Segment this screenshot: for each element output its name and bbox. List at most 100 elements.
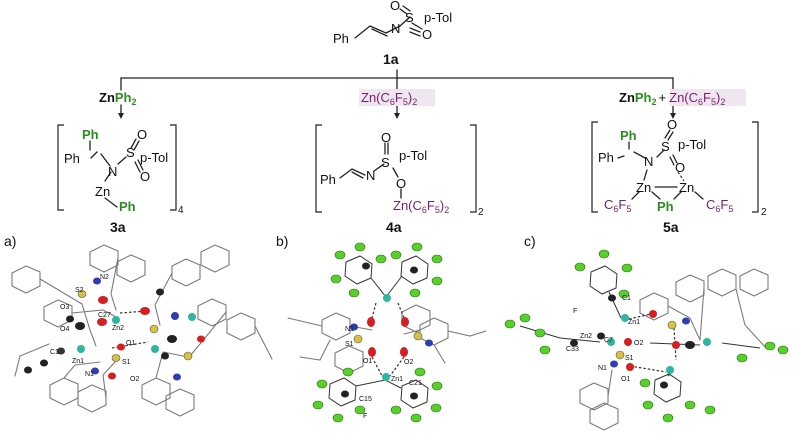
reagent2-c: F (395, 90, 403, 105)
s5a-subscript: 2 (761, 207, 767, 218)
s4a-subscript: 2 (478, 207, 484, 218)
reagent3-b: 6 (698, 97, 703, 107)
s5a-c6f5r-b: 6 (715, 204, 720, 214)
s5a-label: 5a (663, 219, 679, 235)
s3a-ph-top: Ph (82, 127, 99, 142)
reactant-o2: O (422, 27, 432, 42)
s4a-o2: O (396, 176, 406, 191)
s5a-ph-left: Ph (598, 150, 614, 165)
s3a-ph-zn: Ph (119, 199, 136, 214)
s5a-aryl: p-Tol (678, 137, 706, 152)
s4a-aryl: p-Tol (399, 148, 427, 163)
atom-a-zn1: Zn1 (72, 358, 84, 365)
reagent-zn-c6f5: Zn(C6F5)2 (359, 89, 435, 107)
s5a-zn1: Zn (636, 180, 651, 195)
svg-text:Zn(C6F5)2: Zn(C6F5)2 (361, 90, 417, 107)
crystal-structure-c: c) (504, 233, 789, 431)
reagent3-a: Zn(C (669, 90, 698, 105)
panel-c-tag: c) (524, 233, 536, 249)
reagent2-f: 2 (412, 97, 417, 107)
reagent3-e: ) (716, 90, 720, 105)
reagent1-ph: Ph (115, 90, 132, 105)
reactant-label: 1a (383, 51, 399, 67)
atom-c-zn1: Zn1 (628, 319, 640, 326)
reagent2-d: 5 (403, 97, 408, 107)
atom-c-o1: O1 (621, 376, 630, 383)
s3a-ph-left: Ph (64, 151, 80, 166)
structure-5a: Ph Ph N S O O p-Tol Zn Zn Ph C6F5 C6F5 2… (591, 117, 767, 235)
atom-c-zn2: Zn2 (580, 333, 592, 340)
reactant-ph: Ph (333, 31, 349, 46)
atom-b-o2: O2 (404, 359, 413, 366)
reactant-aryl: p-Tol (424, 10, 452, 25)
reagent3-f: 2 (720, 97, 725, 107)
s4a-zn-d: 5 (435, 205, 440, 215)
s3a-o1: O (137, 127, 147, 142)
s5a-c6f5l-a: C (604, 197, 613, 212)
atom-a-s1: S1 (122, 359, 131, 366)
s3a-aryl: p-Tol (140, 150, 168, 165)
atom-c-f: F (573, 308, 577, 315)
atom-c-s1: S1 (625, 355, 634, 362)
s5a-ph-top: Ph (620, 128, 637, 143)
reactant-1a: Ph N S O O p-Tol 1a (333, 0, 452, 67)
s4a-zn-a: Zn(C (393, 198, 422, 213)
s3a-zn: Zn (95, 184, 110, 199)
reactant-n: N (391, 21, 400, 36)
structure-4a: Ph N S O O p-Tol Zn(C6F5)2 2 4a (315, 124, 484, 235)
atom-a-o3: O3 (60, 304, 69, 311)
s4a-zn-e: ) (440, 198, 444, 213)
reactant-o1: O (390, 0, 400, 13)
atom-a-n2: N2 (100, 274, 109, 281)
atom-c-o2: O2 (634, 340, 643, 347)
atom-a-s2: S2 (75, 287, 84, 294)
atom-b-c15: C15 (359, 396, 372, 403)
s5a-zn2: Zn (679, 180, 694, 195)
s5a-c6f5r-c: F (720, 197, 728, 212)
s5a-s: S (661, 139, 670, 154)
s4a-ph: Ph (320, 172, 336, 187)
s5a-n: N (644, 154, 653, 169)
svg-text:C6F5: C6F5 (604, 197, 631, 214)
s5a-c6f5l-d: 5 (626, 204, 631, 214)
atom-b-n1: N1 (345, 326, 354, 333)
atom-a-c1: C1 (50, 349, 59, 356)
reagent2-a: Zn(C (361, 90, 390, 105)
s5a-c6f5l-b: 6 (613, 204, 618, 214)
svg-text:ZnPh2: ZnPh2 (99, 90, 137, 107)
atom-b-f: F (363, 413, 367, 420)
s5a-c6f5r-a: C (706, 197, 715, 212)
svg-text:C6F5: C6F5 (706, 197, 733, 214)
atom-a-o1: O1 (126, 340, 135, 347)
panel-b-tag: b) (276, 233, 288, 249)
structure-3a: Ph Ph N S O O p-Tol Zn Ph 4 3a (57, 124, 184, 235)
panel-a-tag: a) (4, 233, 16, 249)
atom-a-c27: C27 (98, 312, 111, 319)
s5a-c6f5r-d: 5 (728, 204, 733, 214)
s4a-label: 4a (386, 219, 402, 235)
s5a-ph-bridge: Ph (657, 199, 674, 214)
reagent1-zn: Zn (99, 90, 115, 105)
s4a-zn-c: F (427, 198, 435, 213)
atom-a-o4: O4 (60, 326, 69, 333)
s4a-zn-f: 2 (444, 205, 449, 215)
reagent3-c: F (703, 90, 711, 105)
reagent3-plus: + (659, 90, 667, 105)
reagent-mixed: ZnPh2+Zn(C6F5)2 (619, 89, 746, 107)
s4a-zn-b: 6 (422, 205, 427, 215)
svg-text:Zn(C6F5)2: Zn(C6F5)2 (393, 198, 449, 215)
atom-c-c7: C7 (604, 337, 613, 344)
s5a-c6f5l-c: F (618, 197, 626, 212)
s3a-label: 3a (110, 219, 126, 235)
s4a-o1: O (381, 130, 391, 145)
atom-b-zn1: Zn1 (391, 376, 403, 383)
svg-text:ZnPh2+Zn(C6F5)2: ZnPh2+Zn(C6F5)2 (619, 90, 725, 107)
branch-connector (118, 69, 676, 119)
s4a-n: N (366, 168, 375, 183)
reagent2-b: 6 (390, 97, 395, 107)
atom-a-n1: N1 (85, 371, 94, 378)
reagent1-sub: 2 (132, 97, 137, 107)
s3a-s: S (126, 145, 135, 160)
s3a-n: N (108, 164, 117, 179)
reagent3-sub: 2 (652, 97, 657, 107)
